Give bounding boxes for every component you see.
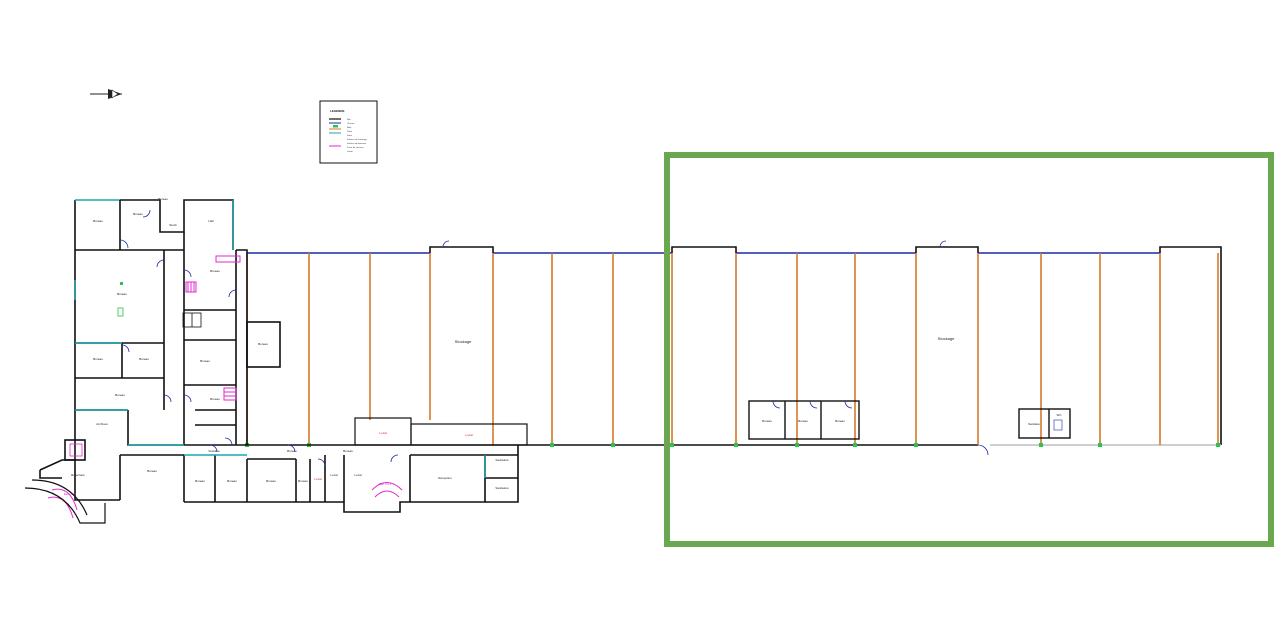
room-label: Réfectoire xyxy=(71,473,85,477)
legend-title: LEGENDE xyxy=(330,109,345,113)
small-rooms-bottom: Local Local xyxy=(354,417,528,446)
room-label: Bureau xyxy=(195,479,205,483)
room-label: Bureau xyxy=(200,359,210,363)
storage-label-right: Stockage xyxy=(938,336,955,341)
stairs xyxy=(47,255,403,519)
room-label: Bureau xyxy=(117,292,127,296)
legend-item: Zone xyxy=(347,135,353,137)
room-label: Bureau xyxy=(158,197,168,201)
room-label: Sanitaires xyxy=(495,458,509,462)
room-label: Stock xyxy=(169,223,177,227)
room-label: Local xyxy=(330,473,338,477)
room-label: Bureau xyxy=(298,479,308,483)
room-label: Archives xyxy=(96,422,108,426)
room-label: Vestiaire xyxy=(208,449,220,453)
office-block-right: Bureau Bureau Bureau xyxy=(748,400,860,440)
stair-label: Esc. R+1 xyxy=(64,492,77,496)
entrance-bay xyxy=(24,479,106,524)
room-label: Bureau xyxy=(93,219,103,223)
room-label: Bureau xyxy=(762,419,772,423)
legend-item: Cloison xyxy=(347,123,355,125)
room-label: Réception xyxy=(438,476,452,480)
sanitary-block-right: Sanitaire WC xyxy=(1018,408,1071,439)
room-label: Bureau xyxy=(139,357,149,361)
room-label: Bureau xyxy=(343,449,353,453)
room-label: Bureau xyxy=(798,419,808,423)
room-label: Hall xyxy=(208,219,214,223)
legend: LEGENDE Mur Cloison Baie Porte Zone Surf… xyxy=(319,100,378,164)
room-label: Bureau xyxy=(266,479,276,483)
left-wing-labels: Bureau Bureau Stock Hall Bureau Bureau B… xyxy=(71,197,509,490)
room-label: Bureau xyxy=(133,212,143,216)
legend-item: Issue de secours xyxy=(347,146,364,149)
room-label: Bureau xyxy=(93,357,103,361)
lift-icon xyxy=(69,312,202,457)
room-label: Bureau xyxy=(835,419,845,423)
storage-label-left: Stockage xyxy=(455,339,472,344)
north-arrow-icon xyxy=(90,89,122,99)
legend-item: Mur xyxy=(347,118,351,121)
red-room-label: Local xyxy=(314,477,322,481)
room-label: Bureau xyxy=(147,469,157,473)
room-label: Bureau xyxy=(258,342,268,346)
door-swings xyxy=(119,209,399,467)
room-label: Bureau xyxy=(210,397,220,401)
warehouse: Stockage Stockage xyxy=(245,240,1222,456)
room-label: Bureau xyxy=(227,479,237,483)
highlight-frame xyxy=(664,152,1274,547)
room-label: Bureau xyxy=(210,269,220,273)
legend-item: Limite xyxy=(347,150,354,153)
room-label: Bureau xyxy=(287,449,297,453)
red-room-label: Local xyxy=(379,431,387,435)
stair-label: Esc. R+1 xyxy=(379,482,392,486)
room-label: Sanitaires xyxy=(495,486,509,490)
glazing-teal xyxy=(74,200,486,478)
red-room-label: Local xyxy=(465,433,473,437)
legend-item: Surface de bureaux xyxy=(347,142,367,145)
legend-item: Surface de stockage xyxy=(347,138,368,141)
room-label: Local xyxy=(354,473,362,477)
legend-item: Baie xyxy=(347,127,352,129)
partition-lines xyxy=(246,253,1219,445)
room-label: Bureau xyxy=(115,393,125,397)
legend-item: Porte xyxy=(347,130,353,133)
room-label: WC xyxy=(1057,413,1063,417)
room-label: Sanitaire xyxy=(1028,422,1040,426)
